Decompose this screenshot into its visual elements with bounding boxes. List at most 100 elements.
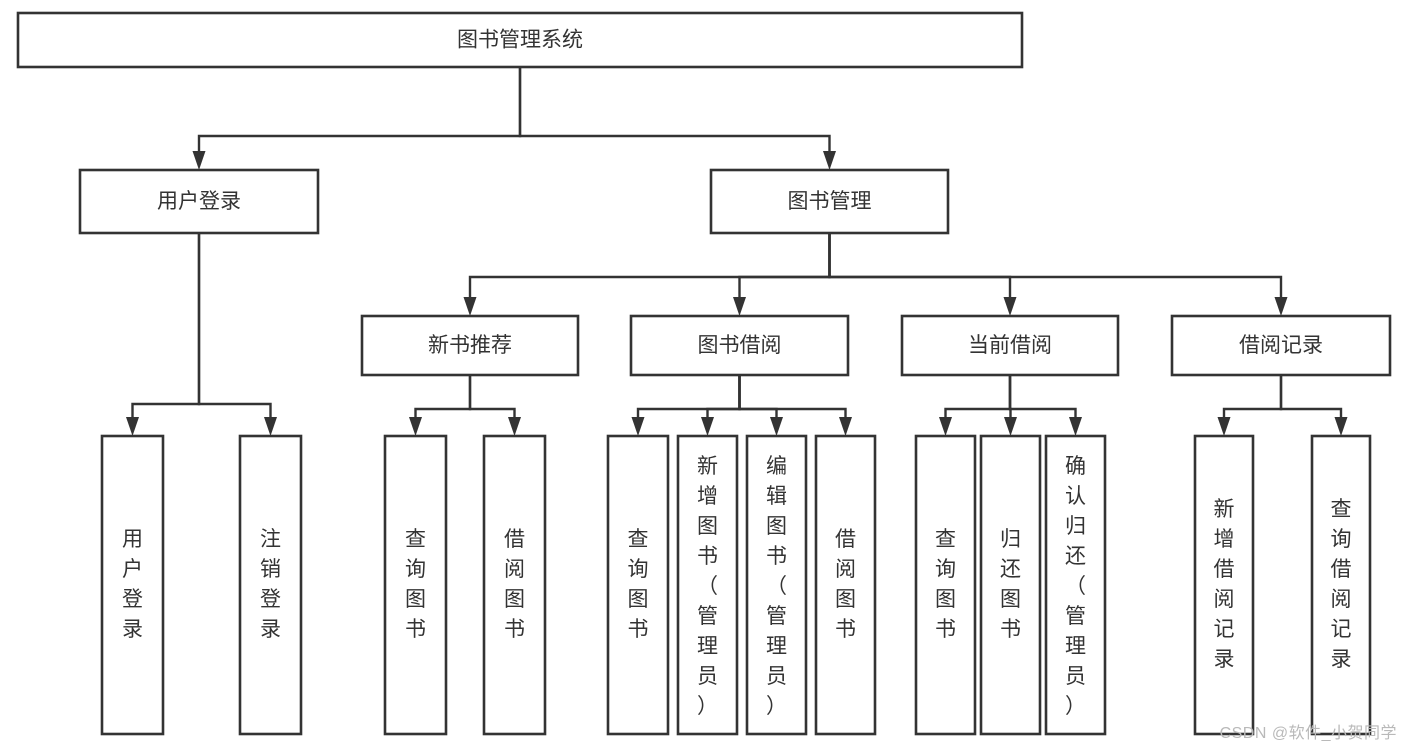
- node-borrow[interactable]: 图书借阅: [629, 314, 850, 377]
- node-leaf-new-1[interactable]: 查询图书: [383, 434, 448, 736]
- connector-line: [706, 375, 741, 417]
- node-box[interactable]: [482, 434, 547, 736]
- connector-newrec-to-leaf-new-1: [409, 375, 472, 436]
- node-box[interactable]: [709, 168, 950, 235]
- node-box[interactable]: [745, 434, 808, 736]
- arrow-head-icon: [126, 417, 139, 436]
- connector-newrec-to-leaf-new-2: [468, 375, 521, 436]
- node-box[interactable]: [16, 11, 1024, 69]
- node-box[interactable]: [979, 434, 1042, 736]
- connector-borrow-to-leaf-borrow-2: [701, 375, 741, 436]
- node-label: 用户登录: [122, 528, 143, 641]
- connector-login-to-leaf-login-2: [197, 233, 277, 436]
- connector-line: [468, 233, 831, 297]
- node-box[interactable]: [1193, 434, 1255, 736]
- node-box[interactable]: [100, 434, 165, 736]
- node-box[interactable]: [900, 314, 1120, 377]
- arrow-head-icon: [1217, 417, 1231, 436]
- connectors-layer: [126, 67, 1348, 436]
- node-label: 借阅图书: [835, 528, 856, 641]
- node-label: 查询借阅记录: [1331, 498, 1352, 671]
- node-leaf-rec-2[interactable]: 查询借阅记录: [1310, 434, 1372, 736]
- arrow-head-icon: [463, 297, 477, 316]
- node-leaf-borrow-2[interactable]: 新增图书（管理员）: [676, 434, 739, 736]
- node-label: 查询图书: [405, 528, 426, 641]
- connector-line: [468, 375, 516, 417]
- connector-line: [828, 233, 1012, 297]
- node-box[interactable]: [676, 434, 739, 736]
- node-box[interactable]: [629, 314, 850, 377]
- node-box[interactable]: [1170, 314, 1392, 377]
- node-leaf-borrow-4[interactable]: 借阅图书: [814, 434, 877, 736]
- arrow-head-icon: [733, 297, 746, 316]
- node-leaf-login-1[interactable]: 用户登录: [100, 434, 165, 736]
- arrow-head-icon: [1004, 417, 1017, 436]
- connector-bookmgmt-to-current: [828, 233, 1017, 316]
- node-label: 图书借阅: [698, 334, 782, 357]
- connector-borrow-to-leaf-borrow-3: [738, 375, 783, 436]
- node-leaf-rec-1[interactable]: 新增借阅记录: [1193, 434, 1255, 736]
- node-label: 归还图书: [1000, 528, 1021, 641]
- node-label: 确认归还（管理员）: [1065, 455, 1086, 718]
- node-box[interactable]: [814, 434, 877, 736]
- connector-line: [414, 375, 472, 417]
- node-label: 借阅图书: [504, 528, 525, 641]
- connector-line: [131, 233, 201, 417]
- connector-line: [738, 233, 831, 297]
- node-bookmgmt[interactable]: 图书管理: [709, 168, 950, 235]
- arrow-head-icon: [839, 417, 852, 436]
- connector-current-to-leaf-cur-3: [1008, 375, 1082, 436]
- node-label: 图书管理系统: [457, 29, 583, 52]
- node-box[interactable]: [383, 434, 448, 736]
- node-records[interactable]: 借阅记录: [1170, 314, 1392, 377]
- node-leaf-new-2[interactable]: 借阅图书: [482, 434, 547, 736]
- arrow-head-icon: [192, 151, 206, 170]
- node-label: 当前借阅: [968, 334, 1052, 357]
- node-box[interactable]: [360, 314, 580, 377]
- arrow-head-icon: [508, 417, 521, 436]
- connector-line: [197, 233, 272, 417]
- arrow-head-icon: [409, 417, 422, 436]
- node-box[interactable]: [606, 434, 670, 736]
- node-leaf-cur-1[interactable]: 查询图书: [914, 434, 977, 736]
- arrow-head-icon: [823, 151, 836, 170]
- node-box[interactable]: [238, 434, 303, 736]
- node-root[interactable]: 图书管理系统: [16, 11, 1024, 69]
- node-newrec[interactable]: 新书推荐: [360, 314, 580, 377]
- node-leaf-login-2[interactable]: 注销登录: [238, 434, 303, 736]
- node-login[interactable]: 用户登录: [78, 168, 320, 235]
- connector-records-to-leaf-rec-2: [1279, 375, 1348, 436]
- node-label: 借阅记录: [1239, 334, 1323, 357]
- node-label: 新增借阅记录: [1214, 498, 1235, 671]
- node-label: 新书推荐: [428, 334, 512, 357]
- node-label: 用户登录: [157, 190, 241, 213]
- arrow-head-icon: [701, 417, 714, 436]
- connector-root-to-bookmgmt: [518, 67, 836, 170]
- nodes-layer: 图书管理系统用户登录图书管理新书推荐图书借阅当前借阅借阅记录用户登录注销登录查询…: [16, 11, 1392, 736]
- node-box[interactable]: [1310, 434, 1372, 736]
- node-label: 查询图书: [935, 528, 956, 641]
- connector-root-to-login: [192, 67, 522, 170]
- node-leaf-cur-3[interactable]: 确认归还（管理员）: [1044, 434, 1107, 736]
- arrow-head-icon: [631, 417, 645, 436]
- arrow-head-icon: [1069, 417, 1082, 436]
- node-leaf-borrow-3[interactable]: 编辑图书（管理员）: [745, 434, 808, 736]
- connector-bookmgmt-to-borrow: [733, 233, 831, 316]
- connector-line: [1222, 375, 1283, 417]
- node-leaf-borrow-1[interactable]: 查询图书: [606, 434, 670, 736]
- arrow-head-icon: [264, 417, 277, 436]
- arrow-head-icon: [1003, 297, 1017, 316]
- node-box[interactable]: [914, 434, 977, 736]
- node-box[interactable]: [1044, 434, 1107, 736]
- connector-records-to-leaf-rec-1: [1217, 375, 1283, 436]
- node-label: 新增图书（管理员）: [697, 455, 718, 718]
- node-current[interactable]: 当前借阅: [900, 314, 1120, 377]
- node-box[interactable]: [78, 168, 320, 235]
- arrow-head-icon: [770, 417, 783, 436]
- connector-line: [518, 67, 831, 151]
- node-leaf-cur-2[interactable]: 归还图书: [979, 434, 1042, 736]
- connector-line: [944, 375, 1012, 417]
- arrow-head-icon: [1274, 297, 1288, 316]
